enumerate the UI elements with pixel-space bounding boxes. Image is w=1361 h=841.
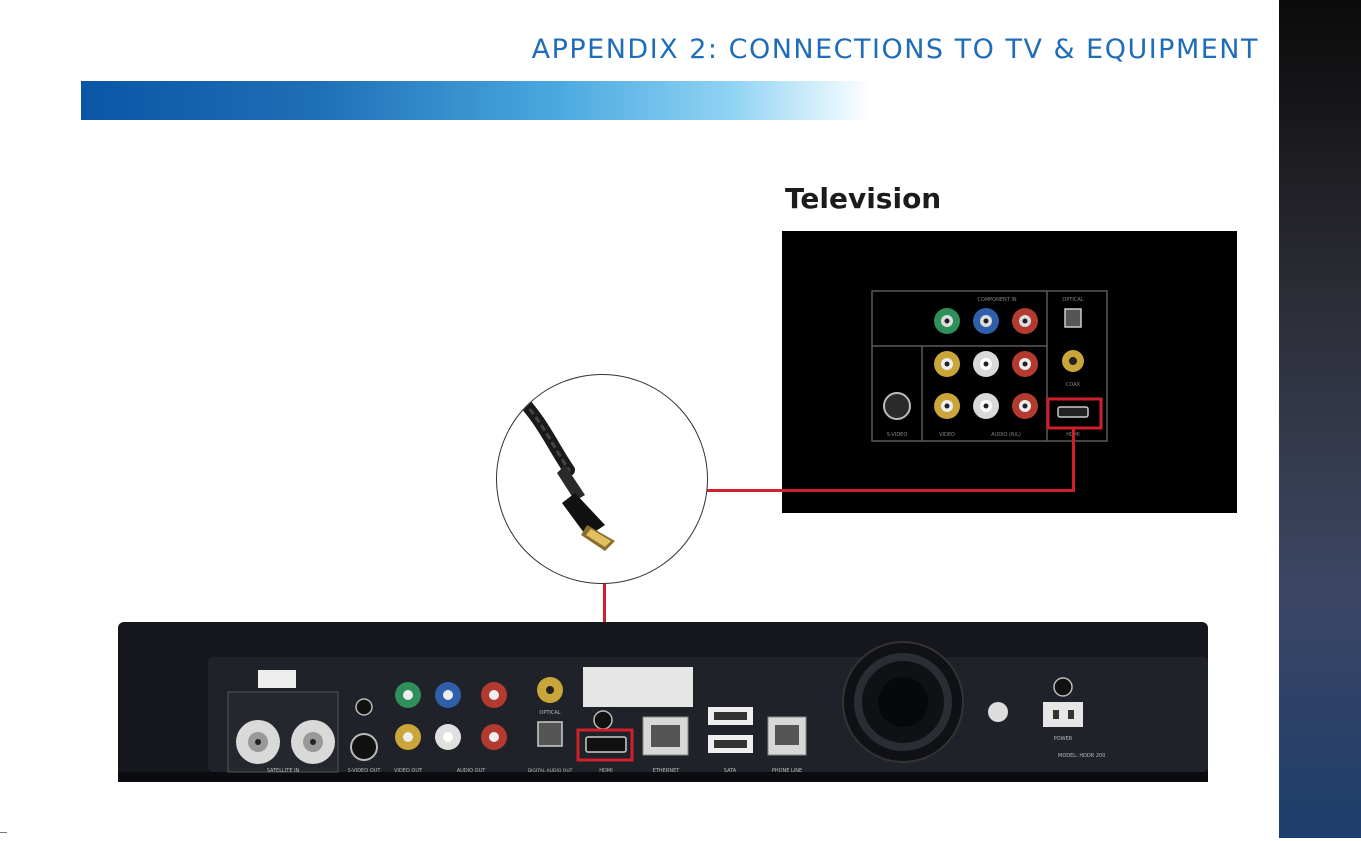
video-out-label: VIDEO OUT: [394, 768, 423, 774]
connector-line-tv-down: [1072, 428, 1075, 491]
receiver-optical-port: [538, 722, 562, 746]
power-label: POWER: [1054, 736, 1073, 742]
optical-label: OPTICAL: [539, 710, 560, 716]
tv-back-panel: COMPONENT IN OPTICAL COAX S-VIDEO VIDEO …: [782, 231, 1237, 513]
svideo-out-label: S-VIDEO OUT: [348, 768, 382, 774]
tv-audio-label: AUDIO (R/L): [991, 432, 1021, 438]
page-title: APPENDIX 2: CONNECTIONS TO TV & EQUIPMEN…: [532, 34, 1259, 65]
svideo-out-jack: [351, 734, 377, 760]
satellite-in-label: SATELLITE IN: [267, 768, 300, 774]
connector-line-horizontal: [706, 489, 1075, 492]
tv-coax-label: COAX: [1066, 382, 1081, 388]
tv-svideo-label: S-VIDEO: [887, 432, 908, 438]
satellite-warning-label: [258, 670, 296, 688]
tv-optical-port: [1065, 309, 1081, 327]
tv-hdmi-port: [1058, 407, 1088, 417]
ul-listed-logo: [988, 702, 1008, 722]
ethernet-label: ETHERNET: [653, 768, 681, 774]
title-gradient-bar: [81, 81, 873, 120]
television-label: Television: [785, 182, 941, 215]
model-label: MODEL: HDDR 200: [1058, 753, 1105, 759]
audio-out-label: AUDIO OUT: [457, 768, 487, 774]
receiver-back-panel: SATELLITE IN S-VIDEO OUT VIDEO OUT AUDIO…: [118, 622, 1208, 787]
receiver-hdmi-port: [586, 737, 626, 752]
tv-svideo-jack: [884, 393, 910, 419]
receiver-power-port: [1043, 702, 1083, 727]
receiver-drawing: SATELLITE IN S-VIDEO OUT VIDEO OUT AUDIO…: [118, 622, 1208, 787]
receiver-sticker: [583, 667, 693, 707]
digital-audio-label: DIGITAL AUDIO OUT: [528, 768, 573, 774]
hdmi-label: HDMI: [599, 768, 612, 774]
tv-component-label: COMPONENT IN: [977, 297, 1016, 303]
hdmi-cable-icon: [497, 375, 707, 583]
tv-video-label: VIDEO: [939, 432, 955, 438]
phone-line-label: PHONE LINE: [772, 768, 802, 774]
tv-av-jacks: [934, 351, 1038, 419]
sata-label: SATA: [724, 768, 737, 774]
side-accent-bar: [1279, 0, 1361, 838]
corner-mark: [0, 832, 7, 833]
hdmi-cable-closeup: [496, 374, 708, 584]
tv-panel-drawing: COMPONENT IN OPTICAL COAX S-VIDEO VIDEO …: [782, 231, 1237, 513]
tv-optical-label: OPTICAL: [1062, 297, 1083, 303]
tv-component-jacks: [934, 308, 1038, 334]
